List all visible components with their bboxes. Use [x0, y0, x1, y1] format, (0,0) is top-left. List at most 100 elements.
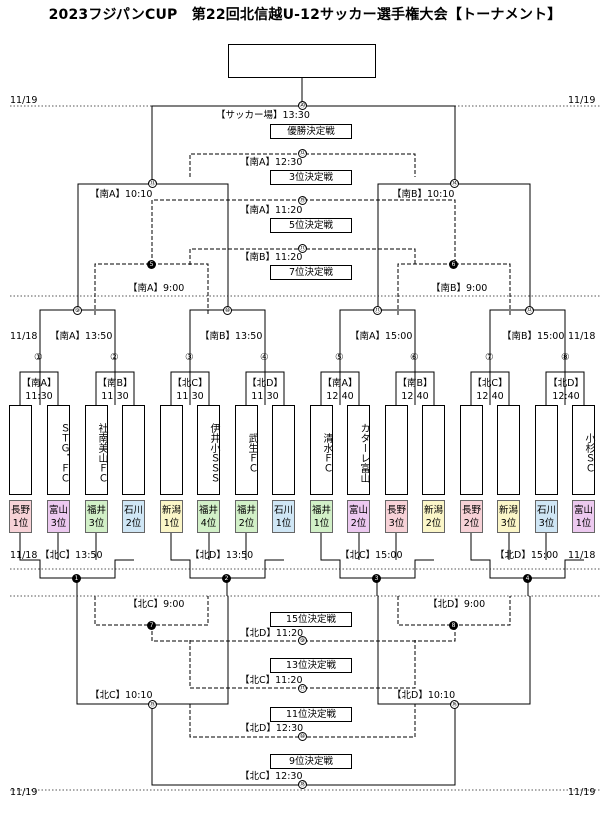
match-label: 【南A】11:20	[240, 205, 303, 216]
match-label: 【南A】12:30	[240, 157, 303, 168]
match-label: 【南B】15:00	[502, 331, 565, 342]
match-number: ②	[110, 352, 119, 363]
place-9-box: 9位決定戦	[270, 754, 352, 769]
match-number: ⑮	[148, 700, 157, 709]
match-label: 【南B】13:50	[200, 331, 263, 342]
time-label: 12:40	[401, 391, 429, 402]
match-label: 【南A】10:10	[90, 189, 153, 200]
champion-box	[228, 44, 376, 78]
team-name-box: 社南美山ＦＣ	[85, 405, 108, 495]
match-number: ⑭	[450, 179, 459, 188]
court-label: 【北C】	[172, 378, 208, 389]
page-title: 2023フジパンCUP 第22回北信越U-12サッカー選手権大会【トーナメント】	[48, 7, 562, 23]
match-number: ⑩	[298, 732, 307, 741]
match-number: 2	[222, 574, 231, 583]
team-name-box	[460, 405, 483, 495]
match-label: 【北D】15:00	[495, 550, 559, 561]
match-number: 6	[449, 260, 458, 269]
match-number: 3	[372, 574, 381, 583]
third-place-box: 3位決定戦	[270, 170, 352, 185]
place-11-box: 11位決定戦	[270, 707, 352, 722]
match-label: 【南B】11:20	[240, 252, 303, 263]
team-name-box	[497, 405, 520, 495]
match-number: ⑲	[298, 196, 307, 205]
team-name-box	[385, 405, 408, 495]
date-label: 11/19	[568, 787, 596, 798]
match-number: ⑯	[450, 700, 459, 709]
match-label: 【北D】12:30	[240, 723, 304, 734]
match-number: 8	[449, 621, 458, 630]
match-label: 【北C】10:10	[90, 690, 153, 701]
team-name-box: 武生ＦＣ	[235, 405, 258, 495]
final-box: 優勝決定戦	[270, 124, 352, 139]
team-name-box	[272, 405, 295, 495]
match-label: 【北C】11:20	[240, 675, 303, 686]
match-label: 【北C】13:50	[40, 550, 103, 561]
match-number: ④	[260, 352, 269, 363]
match-number: ⑫	[298, 149, 307, 158]
match-number: ⑳	[298, 101, 307, 110]
court-label: 【南B】	[97, 378, 133, 389]
match-number: ⑪	[373, 306, 382, 315]
team-name-box	[422, 405, 445, 495]
match-number: ⑪	[298, 244, 307, 253]
date-label: 11/18	[568, 550, 596, 561]
team-name-box	[160, 405, 183, 495]
time-label: 11:30	[25, 391, 53, 402]
match-label: 【南A】13:50	[50, 331, 113, 342]
match-label: 【北C】15:00	[340, 550, 403, 561]
match-number: ⑥	[410, 352, 419, 363]
court-label: 【南A】	[21, 378, 57, 389]
match-number: 4	[523, 574, 532, 583]
match-label: 【北D】10:10	[392, 690, 456, 701]
match-number: ⑫	[525, 306, 534, 315]
match-label: 【北D】13:50	[190, 550, 254, 561]
fifth-place-box: 5位決定戦	[270, 218, 352, 233]
place-13-box: 13位決定戦	[270, 658, 352, 673]
match-label: 【北C】12:30	[240, 771, 303, 782]
court-label: 【南B】	[397, 378, 433, 389]
date-label: 11/18	[568, 331, 596, 342]
match-number: 5	[147, 260, 156, 269]
team-name-box	[9, 405, 32, 495]
time-label: 12:40	[552, 391, 580, 402]
team-name-box: 伊井小ＳＳＳ	[197, 405, 220, 495]
seventh-place-box: 7位決定戦	[270, 265, 352, 280]
match-label: 【南B】10:10	[392, 189, 455, 200]
time-label: 12:40	[476, 391, 504, 402]
place-15-box: 15位決定戦	[270, 612, 352, 627]
match-number: ⑰	[298, 684, 307, 693]
team-name-box: ＳＴＧ．ＦＣ	[47, 405, 70, 495]
court-label: 【北D】	[548, 378, 584, 389]
match-number: ⑨	[73, 306, 82, 315]
court-label: 【北C】	[472, 378, 508, 389]
match-number: ⑦	[485, 352, 494, 363]
date-label: 11/18	[10, 331, 38, 342]
match-number: ⑩	[223, 306, 232, 315]
time-label: 11:30	[101, 391, 129, 402]
match-number: ⑨	[298, 636, 307, 645]
team-name-box: カターレ富山	[347, 405, 370, 495]
team-name-box: 清水ＦＣ	[310, 405, 333, 495]
court-label: 【北D】	[247, 378, 283, 389]
date-label: 11/19	[10, 95, 38, 106]
match-number: 7	[147, 621, 156, 630]
match-label: 【南B】9:00	[431, 283, 488, 294]
match-number: 1	[72, 574, 81, 583]
match-label: 【南A】15:00	[350, 331, 413, 342]
time-label: 12:40	[326, 391, 354, 402]
team-name-box	[122, 405, 145, 495]
